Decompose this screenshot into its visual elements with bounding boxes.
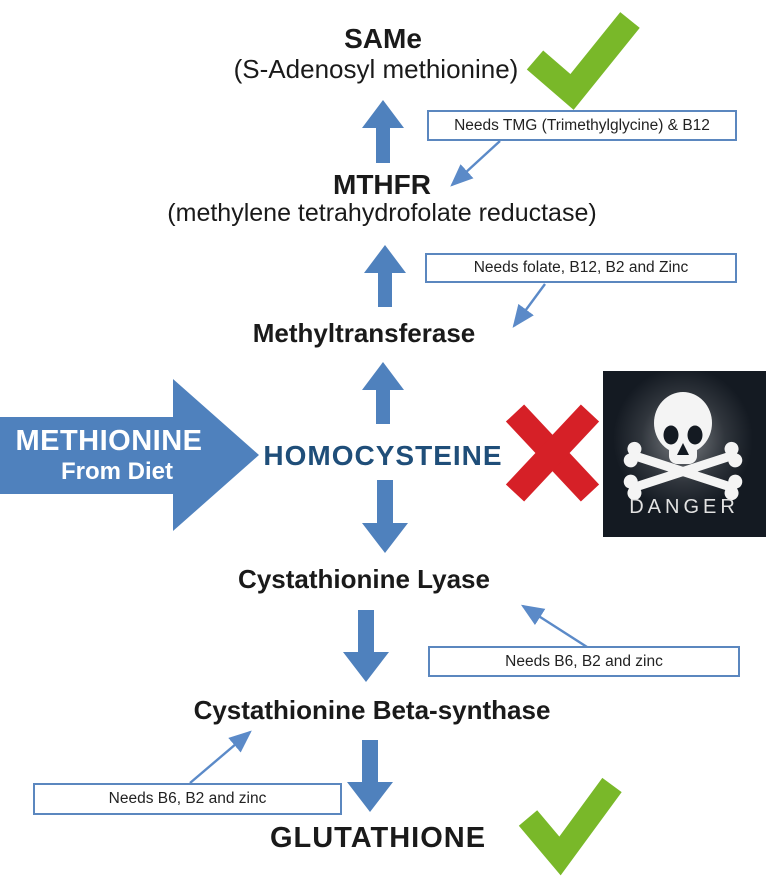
connector-folate-to-methyltransferase <box>512 283 546 328</box>
up-arrow-mthfr-to-same-icon <box>362 100 404 163</box>
check-icon-glutathione <box>518 777 622 876</box>
note-box-folate-b12-b2-zinc: Needs folate, B12, B2 and Zinc <box>425 253 737 283</box>
node-cystathionine-beta-synthase-title: Cystathionine Beta-synthase <box>193 695 551 725</box>
connector-b6-to-lyase <box>520 604 588 649</box>
up-arrow-homocysteine-to-methyltransferase-icon <box>362 362 404 424</box>
node-homocysteine-title: HOMOCYSTEINE <box>263 440 503 471</box>
connector-b6-to-synthase <box>189 730 252 784</box>
node-methyltransferase-title: Methyltransferase <box>252 318 476 348</box>
node-glutathione-title: GLUTATHIONE <box>269 822 487 854</box>
note-box-b6-b2-zinc-synthase: Needs B6, B2 and zinc <box>33 783 342 815</box>
note-box-b6-b2-zinc-synthase-text: Needs B6, B2 and zinc <box>108 790 267 807</box>
node-same-subtitle: (S-Adenosyl methionine) <box>233 54 519 84</box>
down-arrow-homocysteine-to-lyase-icon <box>362 480 408 553</box>
note-box-tmg-b12-text: Needs TMG (Trimethylglycine) & B12 <box>454 116 710 134</box>
note-box-b6-b2-zinc-lyase-text: Needs B6, B2 and zinc <box>505 652 663 670</box>
note-box-tmg-b12: Needs TMG (Trimethylglycine) & B12 <box>427 110 737 141</box>
note-box-folate-b12-b2-zinc-text: Needs folate, B12, B2 and Zinc <box>473 259 689 276</box>
node-methionine-title: METHIONINE <box>15 425 203 457</box>
node-mthfr-title: MTHFR <box>333 169 431 200</box>
down-arrow-synthase-to-glutathione-icon <box>347 740 393 812</box>
danger-sign-label: DANGER <box>629 496 739 518</box>
node-same-title: SAMe <box>344 23 422 54</box>
node-cystathionine-lyase-title: Cystathionine Lyase <box>238 564 490 594</box>
red-x-icon <box>505 404 600 502</box>
node-methionine-subtitle: From Diet <box>60 458 174 485</box>
node-mthfr-subtitle: (methylene tetrahydrofolate reductase) <box>167 199 597 227</box>
note-box-b6-b2-zinc-lyase: Needs B6, B2 and zinc <box>428 646 740 677</box>
connector-tmg-to-mthfr <box>450 140 501 187</box>
skull-crossbones-danger-icon <box>603 367 766 537</box>
methionine-from-diet-arrow <box>0 379 259 531</box>
up-arrow-methyltransferase-to-mthfr-icon <box>364 245 406 307</box>
check-icon-same <box>526 12 640 110</box>
down-arrow-lyase-to-synthase-icon <box>343 610 389 682</box>
